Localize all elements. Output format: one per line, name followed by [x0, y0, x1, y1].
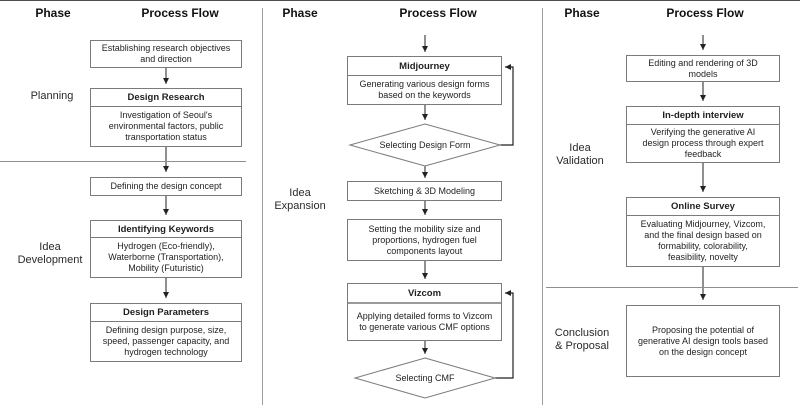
- box-text: Evaluating Midjourney, Vizcom, and the f…: [640, 219, 766, 262]
- box-title: Design Research: [91, 89, 241, 107]
- phase-label-idea-development: Idea Development: [17, 241, 83, 266]
- box-title: Midjourney: [348, 57, 501, 76]
- box-text: Setting the mobility size and proportion…: [368, 223, 481, 256]
- header-rule: [0, 0, 800, 1]
- box-text: Investigation of Seoul's environmental f…: [108, 110, 224, 142]
- col1-phase-header: Phase: [35, 6, 71, 20]
- process-box-vizcom: Vizcom Applying detailed forms to Vizcom…: [347, 283, 502, 341]
- feedback-loop-vizcom: [495, 290, 514, 379]
- process-box-design-parameters: Design Parameters Defining design purpos…: [90, 303, 242, 362]
- process-box-proposing-potential: Proposing the potential of generative AI…: [626, 305, 780, 377]
- col2-phase-header: Phase: [282, 6, 318, 20]
- section-divider-planning: [0, 161, 246, 162]
- box-text: Verifying the generative AI design proce…: [642, 127, 764, 159]
- box-text: Defining design purpose, size, speed, pa…: [102, 325, 230, 357]
- process-box-design-research: Design Research Investigation of Seoul's…: [90, 88, 242, 147]
- box-text: Applying detailed forms to Vizcom to gen…: [356, 311, 493, 332]
- column-divider-1: [262, 8, 263, 405]
- decision-label-selecting-cmf: Selecting CMF: [395, 373, 455, 383]
- phase-label-planning: Planning: [30, 90, 74, 102]
- process-box-editing-rendering: Editing and rendering of 3D models: [626, 55, 780, 82]
- col2-flow-header: Process Flow: [399, 6, 477, 20]
- process-box-sketching-modeling: Sketching & 3D Modeling: [347, 181, 502, 201]
- process-box-establishing-research: Establishing research objectives and dir…: [90, 40, 242, 68]
- decision-selecting-cmf: [353, 357, 497, 399]
- box-text: Defining the design concept: [110, 181, 222, 191]
- phase-label-idea-expansion: Idea Expansion: [274, 187, 326, 212]
- box-title: Online Survey: [627, 198, 779, 216]
- process-box-defining-concept: Defining the design concept: [90, 177, 242, 196]
- box-text: Hydrogen (Eco-friendly), Waterborne (Tra…: [108, 241, 224, 273]
- box-text: Sketching & 3D Modeling: [373, 185, 476, 196]
- box-title: Vizcom: [348, 284, 501, 304]
- box-title: Design Parameters: [91, 304, 241, 322]
- feedback-loop-midjourney: [500, 64, 514, 146]
- col3-flow-header: Process Flow: [666, 6, 744, 20]
- decision-label-selecting-design-form: Selecting Design Form: [379, 140, 471, 150]
- decision-selecting-design-form: [348, 123, 502, 167]
- phase-label-idea-validation: Idea Validation: [556, 142, 604, 167]
- process-box-setting-mobility: Setting the mobility size and proportion…: [347, 219, 502, 261]
- box-text: Establishing research objectives and dir…: [101, 43, 231, 64]
- col3-phase-header: Phase: [564, 6, 600, 20]
- process-box-online-survey: Online Survey Evaluating Midjourney, Viz…: [626, 197, 780, 267]
- box-title: In-depth interview: [627, 107, 779, 125]
- box-text: Proposing the potential of generative AI…: [637, 324, 769, 357]
- col1-flow-header: Process Flow: [141, 6, 219, 20]
- process-box-identifying-keywords: Identifying Keywords Hydrogen (Eco-frien…: [90, 220, 242, 278]
- box-title: Identifying Keywords: [91, 221, 241, 238]
- process-box-midjourney: Midjourney Generating various design for…: [347, 56, 502, 105]
- section-divider-validation: [546, 287, 798, 288]
- box-text: Editing and rendering of 3D models: [648, 57, 758, 79]
- phase-label-conclusion-proposal: Conclusion & Proposal: [554, 327, 610, 352]
- column-divider-2: [542, 8, 543, 405]
- box-text: Generating various design forms based on…: [359, 79, 490, 100]
- process-box-in-depth-interview: In-depth interview Verifying the generat…: [626, 106, 780, 163]
